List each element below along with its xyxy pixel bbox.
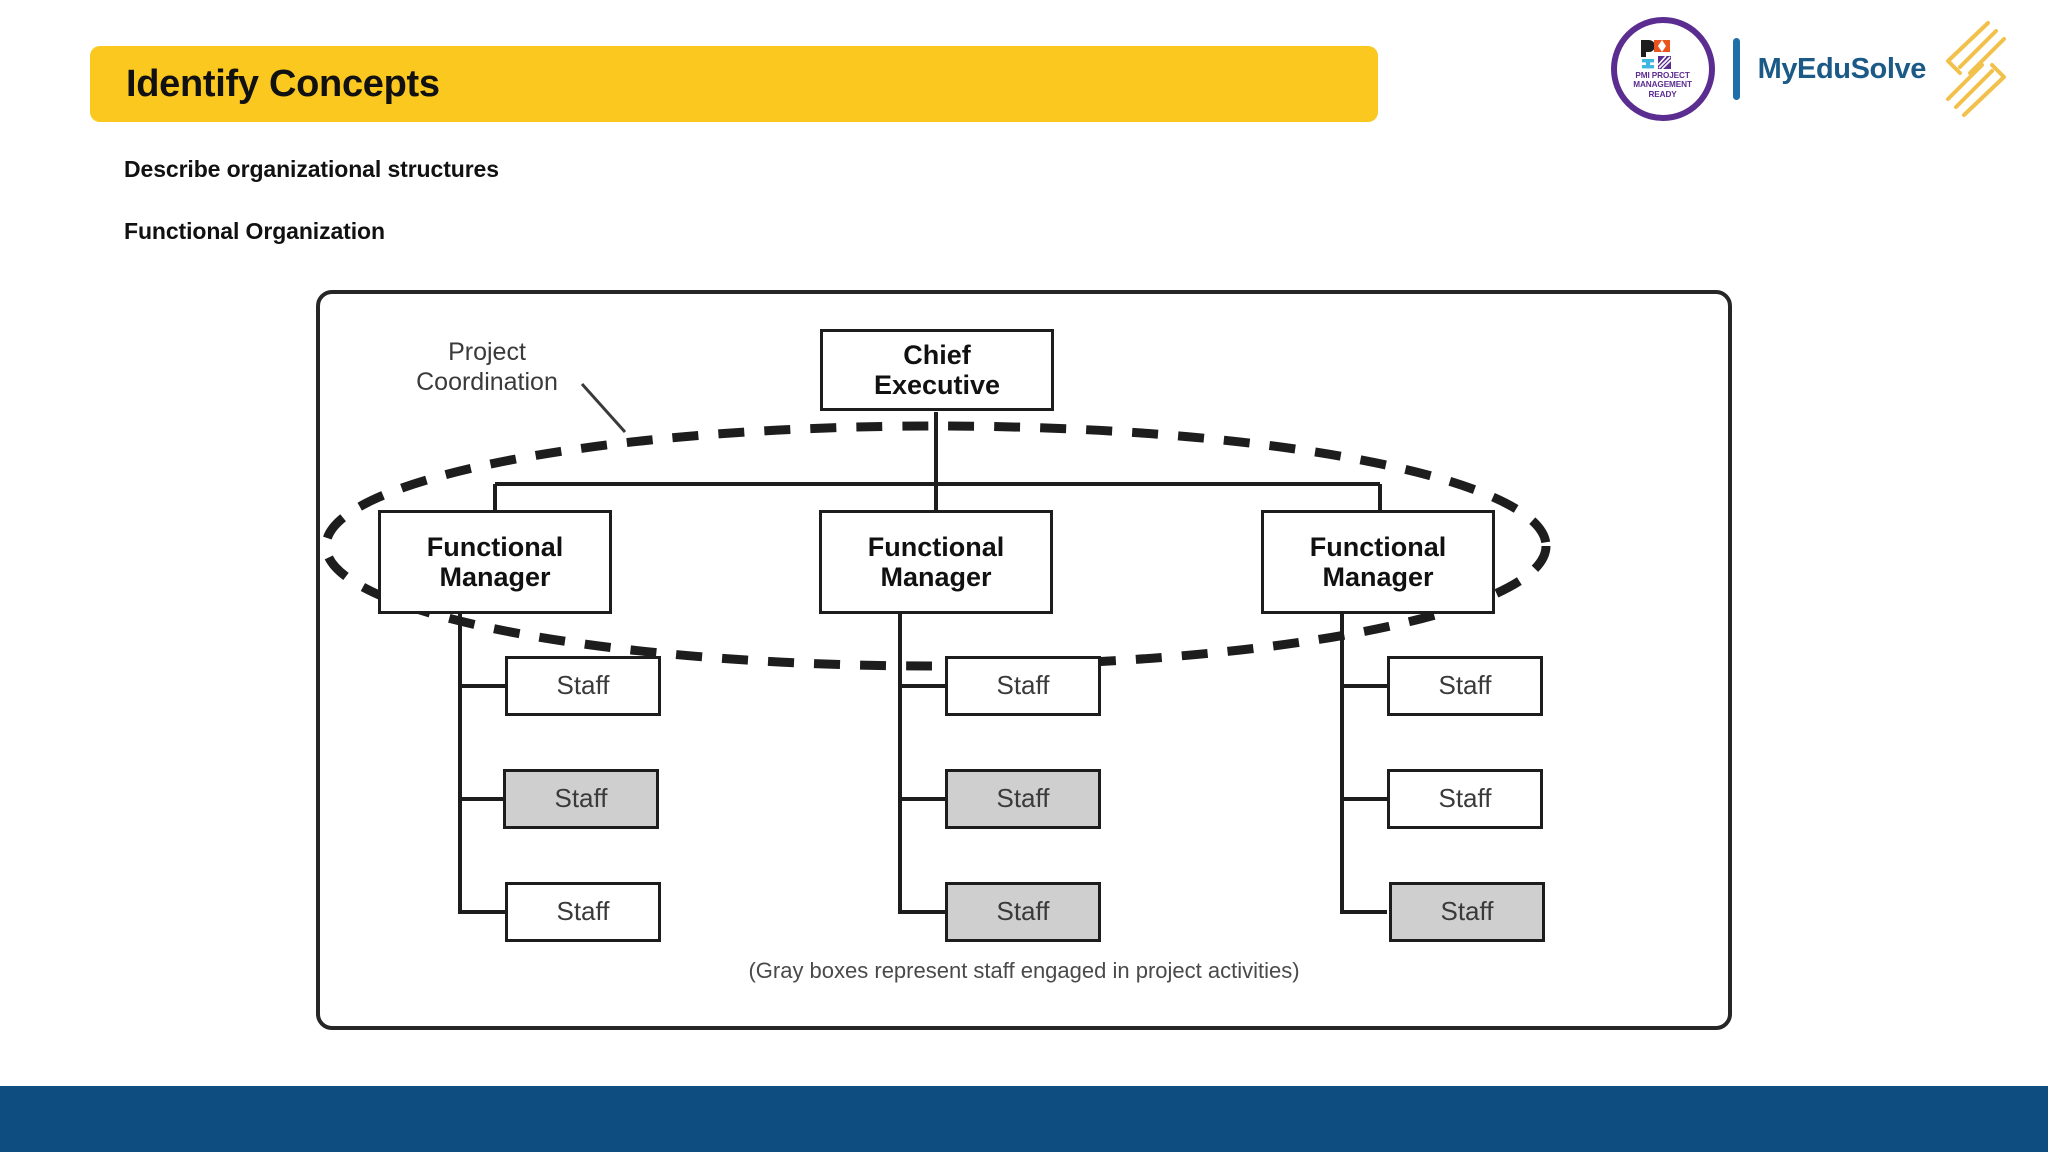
functional-manager-1-line-1: Functional [426,531,564,562]
subheading-describe-structures: Describe organizational structures [124,156,499,182]
node-staff-c1-r3[interactable]: Staff [505,882,661,942]
myedusolve-logo: MyEduSolve [1758,17,2022,121]
functional-manager-3-line-1: Functional [1309,531,1447,562]
node-functional-manager-2[interactable]: Functional Manager [819,510,1053,614]
pmi-logo-icon [1640,39,1686,70]
staff-label: Staff [996,783,1050,814]
page-title: Identify Concepts [126,62,440,105]
node-staff-c2-r3[interactable]: Staff [945,882,1101,942]
title-banner: Identify Concepts [90,46,1378,122]
node-staff-c3-r1[interactable]: Staff [1387,656,1543,716]
subheading-functional-organization: Functional Organization [124,218,385,244]
node-chief-executive[interactable]: Chief Executive [820,329,1054,411]
myedusolve-wordmark: MyEduSolve [1757,52,1927,85]
myedusolve-diamond-icon [1930,17,2022,121]
pmi-badge-line-3: READY [1648,89,1677,99]
pmi-badge-line-1: PMI PROJECT [1635,70,1690,80]
node-staff-c3-r2[interactable]: Staff [1387,769,1543,829]
functional-organization-diagram: Project Coordination Chief Executive Fun… [316,290,1732,1030]
functional-manager-2-line-1: Functional [867,531,1005,562]
logo-divider [1732,38,1740,100]
node-functional-manager-3[interactable]: Functional Manager [1261,510,1495,614]
pmi-project-management-ready-badge: PMI PROJECT MANAGEMENT READY [1610,17,1715,121]
project-coordination-annotation: Project Coordination [372,338,602,397]
node-staff-c1-r1[interactable]: Staff [505,656,661,716]
project-coordination-leader-line [580,382,627,434]
staff-label: Staff [996,896,1050,927]
project-coordination-ellipse [321,421,1551,671]
diagram-caption: (Gray boxes represent staff engaged in p… [748,958,1300,983]
chief-executive-line-2: Executive [873,370,1001,400]
staff-label: Staff [556,896,610,927]
node-functional-manager-1[interactable]: Functional Manager [378,510,612,614]
staff-label: Staff [556,670,610,701]
functional-manager-1-line-2: Manager [439,562,551,592]
org-chart-connectors [321,382,1551,914]
project-coordination-line-2: Coordination [416,367,558,396]
staff-label: Staff [1440,896,1494,927]
node-staff-c3-r3[interactable]: Staff [1389,882,1545,942]
staff-label: Staff [996,670,1050,701]
staff-label: Staff [1438,670,1492,701]
functional-manager-3-line-2: Manager [1322,562,1434,592]
functional-manager-2-line-2: Manager [880,562,992,592]
staff-label: Staff [1438,783,1492,814]
project-coordination-line-1: Project [448,338,526,366]
logo-zone: PMI PROJECT MANAGEMENT READY MyEduSolve [1610,14,2022,124]
node-staff-c1-r2[interactable]: Staff [503,769,659,829]
org-chart: Project Coordination Chief Executive Fun… [320,294,1728,1026]
node-staff-c2-r1[interactable]: Staff [945,656,1101,716]
chief-executive-line-1: Chief [903,339,971,370]
pmi-badge-line-2: MANAGEMENT [1633,80,1692,90]
node-staff-c2-r2[interactable]: Staff [945,769,1101,829]
footer-bar [0,1086,2048,1152]
staff-label: Staff [554,783,608,814]
